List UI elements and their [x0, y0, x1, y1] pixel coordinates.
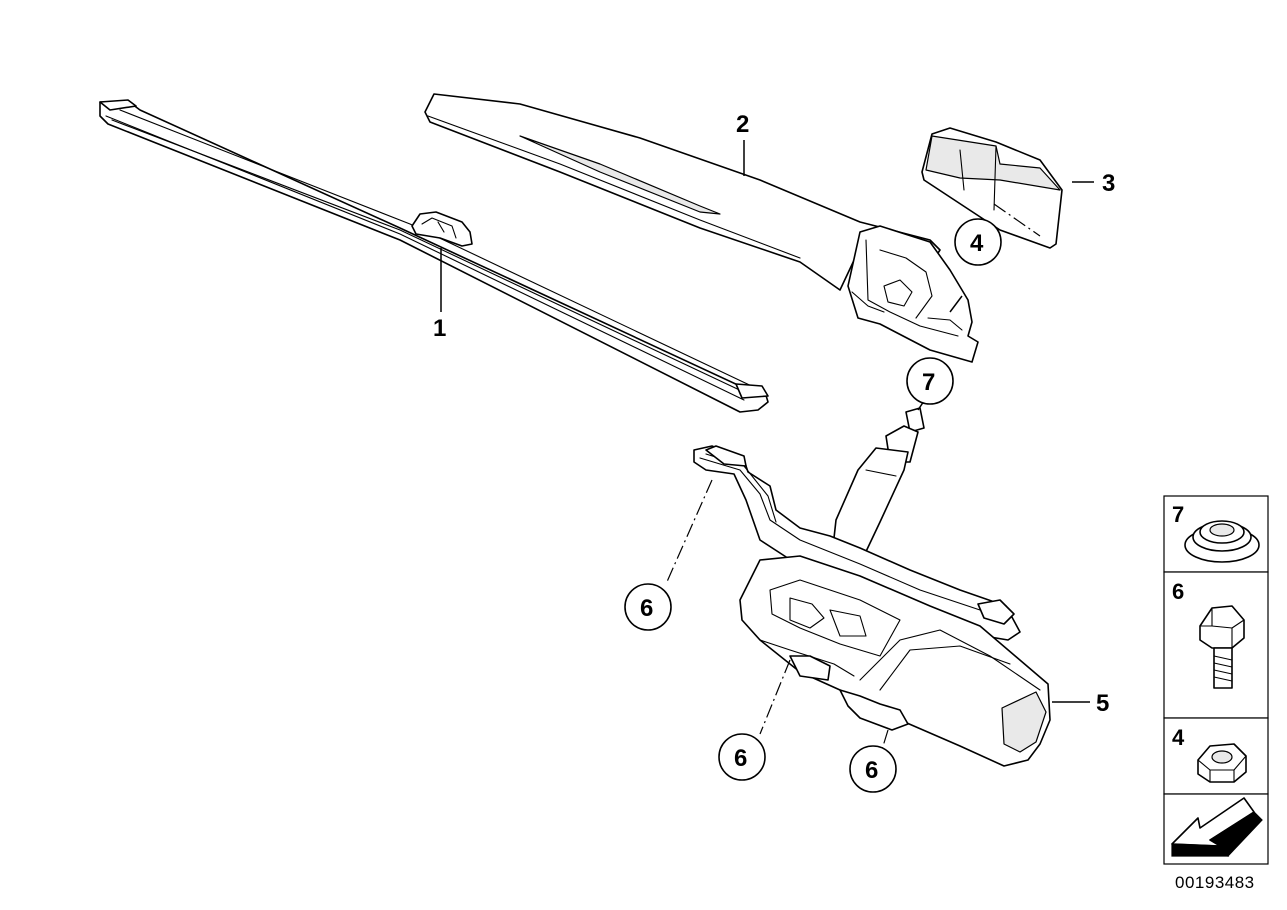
legend-label-4: 4	[1172, 725, 1185, 750]
callout-1: 1	[433, 315, 446, 342]
legend-label-7: 7	[1172, 502, 1184, 527]
document-code: 00193483	[1175, 873, 1255, 892]
callout-6a: 6	[640, 595, 653, 622]
hex-bolt-icon	[1199, 605, 1245, 689]
hardware-legend: 7 6 4	[1163, 495, 1269, 865]
callout-4-circle: 4	[954, 218, 1002, 266]
callout-4: 4	[970, 230, 984, 257]
callout-6c-circle: 6	[849, 745, 897, 793]
callout-7-circle: 7	[906, 357, 954, 405]
direction-arrow-icon	[1171, 797, 1263, 857]
hex-nut-icon	[1197, 743, 1247, 783]
direction-arrow-panel	[1163, 793, 1269, 865]
arm-cover-cap[interactable]	[921, 127, 1063, 249]
legend-item-7[interactable]: 7	[1163, 495, 1269, 573]
callout-2: 2	[736, 111, 749, 138]
wiper-arm[interactable]	[424, 93, 979, 363]
wiper-blade[interactable]	[99, 99, 769, 413]
legend-item-4[interactable]: 4	[1163, 717, 1269, 795]
leader-lines	[440, 140, 1094, 757]
callout-6a-circle: 6	[624, 583, 672, 631]
callout-6b-circle: 6	[718, 733, 766, 781]
callout-5: 5	[1096, 690, 1109, 717]
callout-3: 3	[1102, 170, 1115, 197]
collar-nut-icon	[1184, 520, 1260, 563]
callout-7: 7	[922, 369, 935, 396]
legend-item-6[interactable]: 6	[1163, 571, 1269, 719]
callout-6c: 6	[865, 757, 878, 784]
callout-6b: 6	[734, 745, 747, 772]
legend-label-6: 6	[1172, 579, 1184, 604]
wiper-motor-assembly[interactable]	[693, 407, 1051, 767]
